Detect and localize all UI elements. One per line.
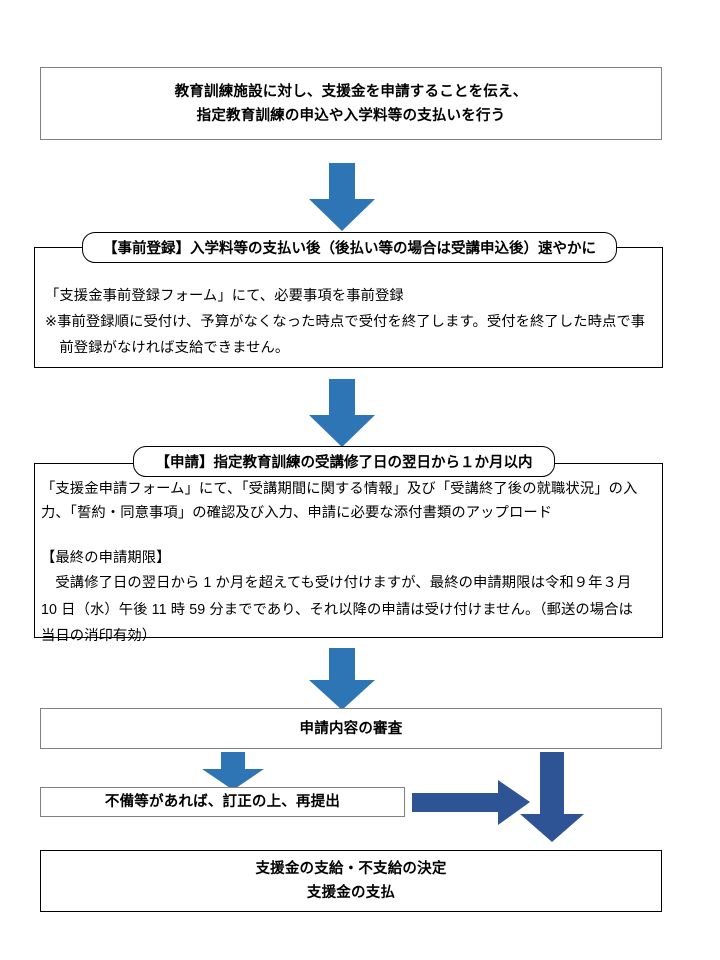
arrow-step4-to-step6 — [520, 752, 584, 842]
arrow-step2-to-step3 — [309, 379, 375, 447]
step6-line-2: 支援金の支払 — [306, 885, 396, 901]
step1-line-2: 指定教育訓練の申込や入学料等の支払いを行う — [196, 107, 506, 124]
step5-line-1: 不備等があれば、訂正の上、再提出 — [104, 794, 341, 810]
step3-body-top-text: 「支援金申請フォーム」にて、「受講期間に関する情報」及び「受講終了後の就職状況」… — [41, 481, 638, 521]
step2-tab-label: 【事前登録】入学料等の支払い後（後払い等の場合は受講申込後）速やかに — [82, 232, 617, 263]
arrow-step3-to-step4 — [309, 648, 375, 710]
arrow-step5-to-right — [412, 780, 530, 825]
step4-line-1: 申請内容の審査 — [299, 720, 403, 737]
step6-box: 支援金の支給・不支給の決定 支援金の支払 — [40, 850, 662, 912]
step2-body-text: 「支援金事前登録フォーム」にて、必要事項を事前登録 ※事前登録順に受付け、予算が… — [45, 288, 646, 356]
step4-box: 申請内容の審査 — [40, 708, 662, 749]
step3-deadline-heading: 【最終の申請期限】 — [41, 550, 171, 566]
step3-box — [34, 463, 663, 638]
step5-box: 不備等があれば、訂正の上、再提出 — [40, 787, 405, 817]
step3-tab-label: 【申請】指定教育訓練の受講修了日の翌日から１か月以内 — [133, 446, 555, 477]
step2-box — [34, 247, 663, 368]
step1-line-1: 教育訓練施設に対し、支援金を申請することを伝え、 — [174, 83, 528, 100]
arrow-step1-to-step2 — [309, 163, 375, 231]
arrow-step4-to-step5 — [202, 752, 264, 790]
step1-box: 教育訓練施設に対し、支援金を申請することを伝え、 指定教育訓練の申込や入学料等の… — [40, 67, 662, 140]
step6-line-1: 支援金の支給・不支給の決定 — [255, 861, 447, 877]
step3-deadline-body: 受講修了日の翌日から 1 か月を超えても受け付けますが、最終の申請期限は令和９年… — [41, 575, 633, 644]
